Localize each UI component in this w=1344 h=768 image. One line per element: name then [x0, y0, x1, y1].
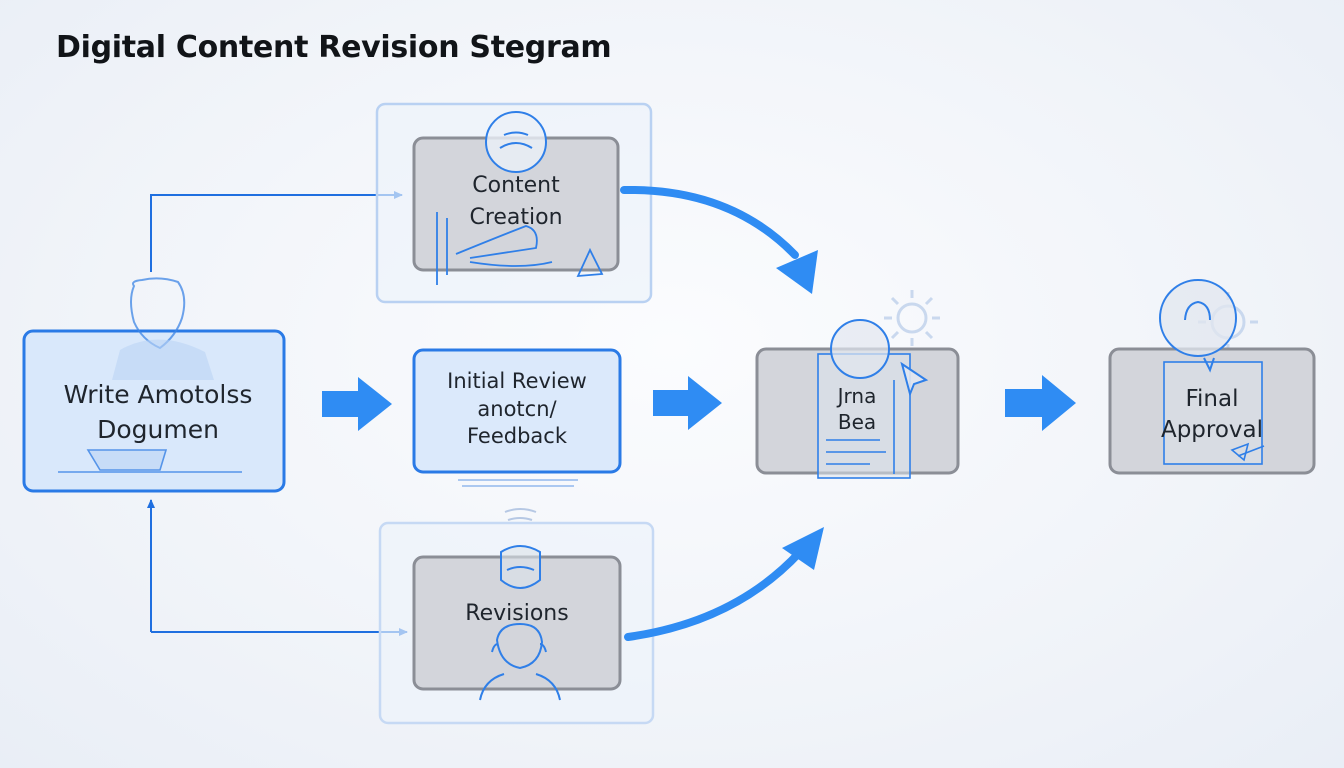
lightbulb-icon — [1159, 279, 1237, 373]
face-icon — [500, 508, 541, 589]
revisions-label: Revisions — [414, 600, 620, 629]
write-document-label-line-2: Dogumen — [97, 414, 219, 444]
person-icon — [479, 622, 561, 701]
flow-arrows — [322, 375, 1076, 431]
reviewer-icon — [485, 111, 547, 173]
beta-label: Jrna Bea — [756, 383, 958, 435]
keyboard-icon — [458, 479, 578, 487]
revisions-node[interactable] — [378, 508, 655, 725]
gear-icon — [884, 290, 940, 346]
write-document-label-line-1: Write Amotolss — [63, 380, 253, 409]
content-creation-node[interactable] — [375, 102, 653, 304]
final-approval-label-line-1: Final — [1185, 386, 1239, 412]
laptop-icon — [58, 449, 242, 473]
arrow-beta-to-final — [1005, 375, 1076, 431]
beta-node[interactable] — [755, 290, 960, 479]
content-creation-label-line-1: Content — [472, 173, 560, 198]
approval-document-icon — [1163, 361, 1265, 465]
write-document-node[interactable] — [22, 277, 286, 493]
beta-label-line-2: Bea — [837, 410, 877, 434]
arrow-creation-to-beta — [620, 185, 799, 259]
arrow-write-to-review — [322, 377, 392, 431]
arrow-revisions-to-beta — [624, 548, 804, 641]
content-creation-label: Content Creation — [414, 170, 618, 234]
reviewer-icon — [830, 319, 929, 398]
initial-review-label-line-2: anotcn/ — [477, 396, 557, 421]
final-approval-label-line-2: Approval — [1160, 417, 1264, 444]
person-icon — [112, 277, 214, 380]
arrow-review-to-beta — [653, 376, 722, 430]
curved-flow-arrows — [620, 185, 824, 641]
content-creation-label-line-2: Creation — [469, 204, 563, 230]
arrowhead-revisions-to-beta — [782, 527, 824, 570]
beta-label-line-1: Jrna — [837, 384, 877, 408]
final-approval-label: Final Approval — [1110, 384, 1314, 447]
connector-write-to-creation — [150, 191, 403, 272]
initial-review-node[interactable] — [412, 348, 622, 487]
final-approval-node[interactable] — [1108, 279, 1316, 475]
initial-review-label-line-3: Feedback — [466, 424, 567, 449]
write-document-label: Write Amotolss Dogumen — [24, 378, 292, 447]
initial-review-label-line-1: Initial Review — [447, 369, 587, 393]
initial-review-label: Initial Review anotcn/ Feedback — [414, 368, 620, 451]
writing-tools-icon — [436, 212, 604, 285]
diagram-title: Digital Content Revision Stegram — [56, 30, 612, 65]
arrowhead-creation-to-beta — [776, 250, 818, 294]
revisions-label-line-1: Revisions — [465, 601, 569, 626]
